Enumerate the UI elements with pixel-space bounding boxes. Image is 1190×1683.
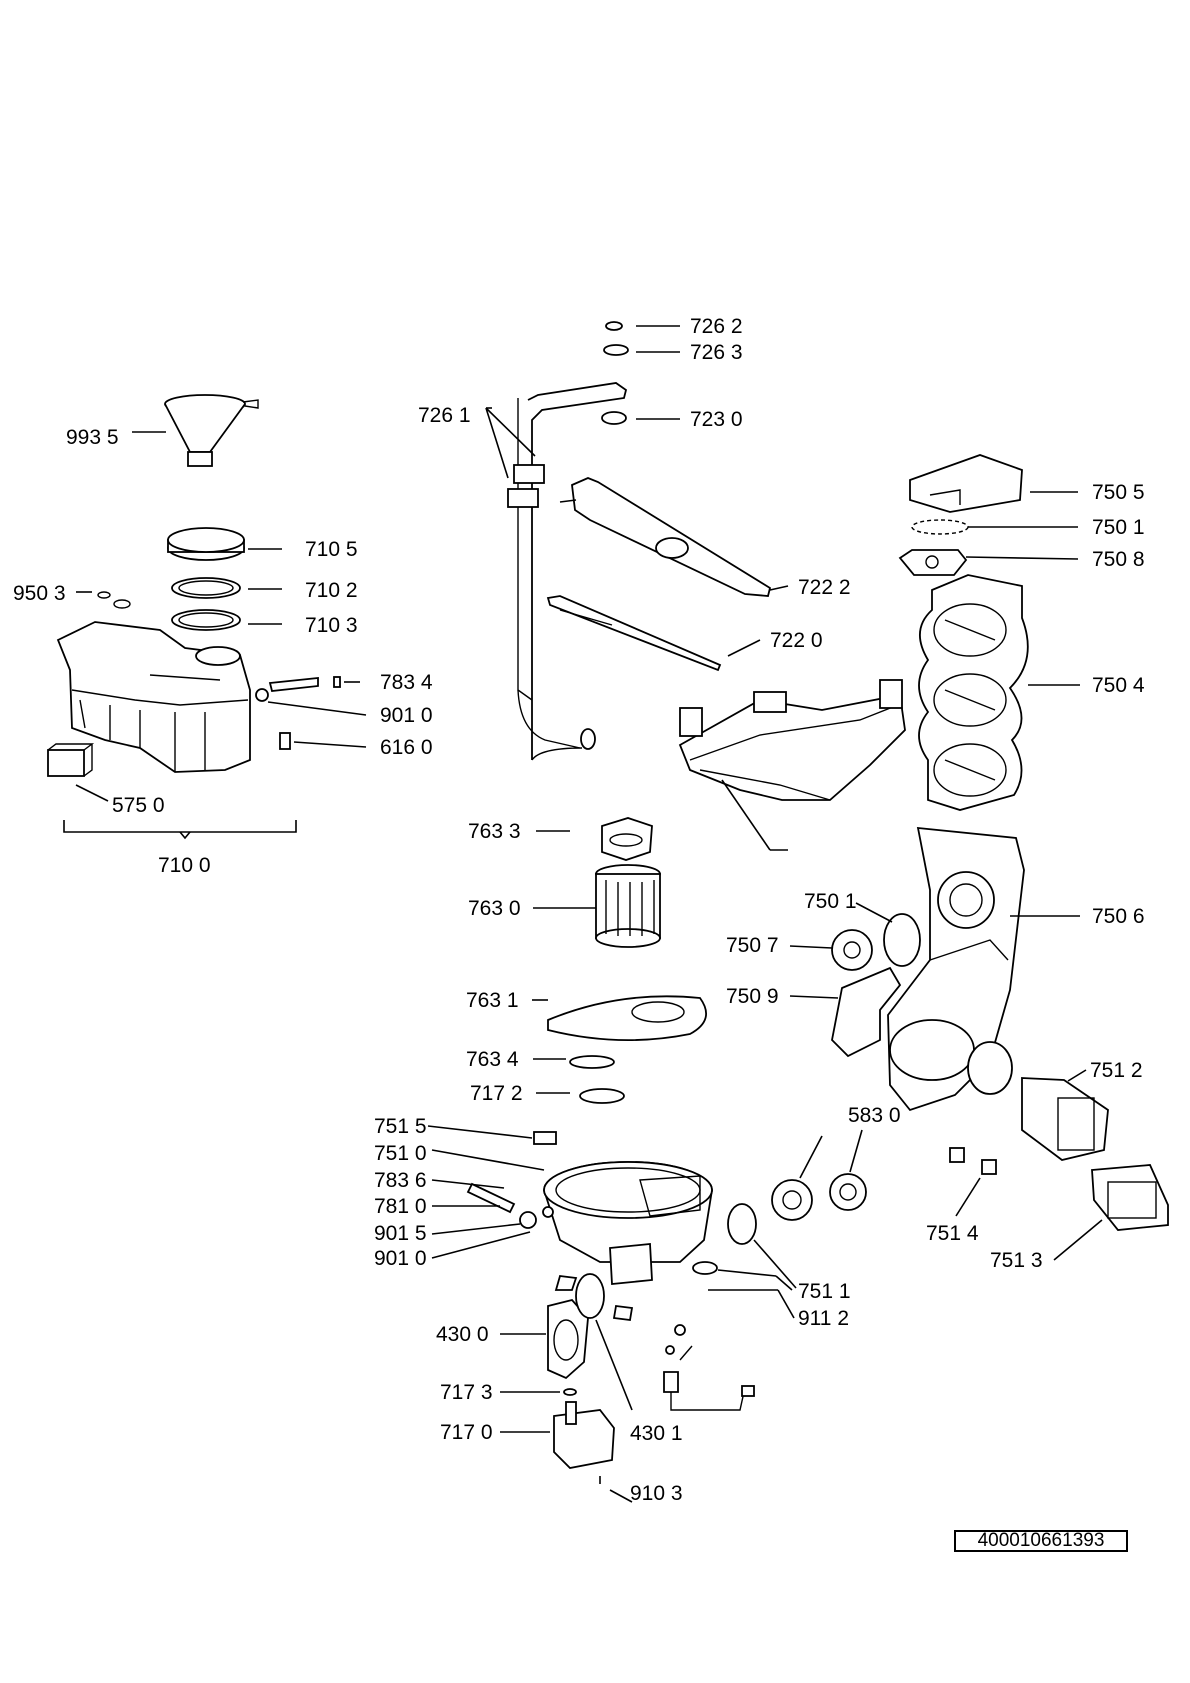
label-7105: 710 5 <box>305 538 358 561</box>
document-id-box: 400010661393 <box>954 1530 1128 1552</box>
label-7509: 750 9 <box>726 985 779 1008</box>
label-7506: 750 6 <box>1092 905 1145 928</box>
drain-pump-part <box>553 1401 615 1469</box>
label-9010a: 901 0 <box>380 704 433 727</box>
filter-part <box>595 864 661 948</box>
label-7633: 763 3 <box>468 820 521 843</box>
label-7507: 750 7 <box>726 934 779 957</box>
label-6160: 616 0 <box>380 736 433 759</box>
label-7262: 726 2 <box>690 315 743 338</box>
label-7230: 723 0 <box>690 408 743 431</box>
label-7261: 726 1 <box>418 404 471 427</box>
air-duct-part <box>887 826 1025 1112</box>
label-7508: 750 8 <box>1092 548 1145 571</box>
label-7834: 783 4 <box>380 671 433 694</box>
label-7513: 751 3 <box>990 1249 1043 1272</box>
label-9935: 993 5 <box>66 426 119 449</box>
label-7510: 751 0 <box>374 1142 427 1165</box>
label-7630: 763 0 <box>468 897 521 920</box>
label-4300: 430 0 <box>436 1323 489 1346</box>
label-7810: 781 0 <box>374 1195 427 1218</box>
label-9503: 950 3 <box>13 582 66 605</box>
rack-part <box>678 679 906 801</box>
valve-part <box>47 743 95 777</box>
upper-spray-arm-part <box>559 477 772 597</box>
label-7100: 710 0 <box>158 854 211 877</box>
label-7836: 783 6 <box>374 1169 427 1192</box>
salt-container-part <box>56 621 251 773</box>
label-9112: 911 2 <box>798 1307 849 1330</box>
label-7102: 710 2 <box>305 579 358 602</box>
label-7515: 751 5 <box>374 1115 427 1138</box>
condenser-part <box>918 574 1029 811</box>
heater-pump-part <box>547 1298 589 1380</box>
label-5750: 575 0 <box>112 794 165 817</box>
label-7504: 750 4 <box>1092 674 1145 697</box>
label-7172: 717 2 <box>470 1082 523 1105</box>
label-7170: 717 0 <box>440 1421 493 1444</box>
label-7631: 763 1 <box>466 989 519 1012</box>
label-7512: 751 2 <box>1090 1059 1143 1082</box>
lower-spray-arm-part <box>546 595 722 672</box>
label-7511: 751 1 <box>798 1280 851 1303</box>
salt-cap-part <box>167 527 245 561</box>
label-9010b: 901 0 <box>374 1247 427 1270</box>
label-4301: 430 1 <box>630 1422 683 1445</box>
label-7501b: 750 1 <box>804 890 857 913</box>
label-7222: 722 2 <box>798 576 851 599</box>
label-9103: 910 3 <box>630 1482 683 1505</box>
label-7505: 750 5 <box>1092 481 1145 504</box>
label-7263: 726 3 <box>690 341 743 364</box>
label-7220: 722 0 <box>770 629 823 652</box>
label-7103: 710 3 <box>305 614 358 637</box>
sump-part <box>543 1161 713 1285</box>
label-7501a: 750 1 <box>1092 516 1145 539</box>
label-5830: 583 0 <box>848 1104 901 1127</box>
label-7634: 763 4 <box>466 1048 519 1071</box>
funnel-part <box>164 394 259 467</box>
label-7173: 717 3 <box>440 1381 493 1404</box>
label-7514: 751 4 <box>926 1222 979 1245</box>
label-9015: 901 5 <box>374 1222 427 1245</box>
